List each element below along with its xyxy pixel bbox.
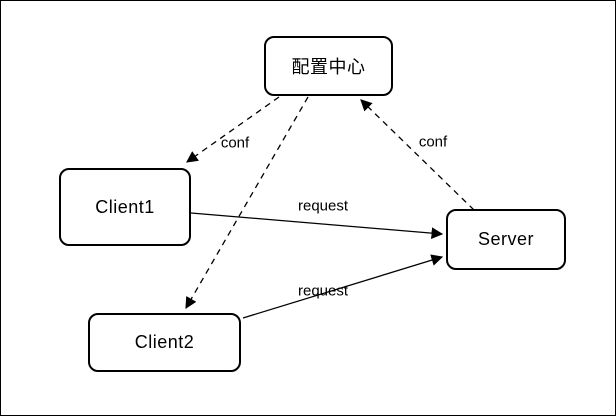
edge-client1-to-server — [190, 212, 444, 239]
edge-config-to-client2 — [185, 96, 309, 310]
node-server: Server — [446, 209, 566, 270]
edge-config-to-client1 — [186, 96, 280, 163]
node-config-center: 配置中心 — [264, 36, 393, 96]
node-config-center-label: 配置中心 — [291, 57, 366, 77]
edge-server-to-config — [360, 99, 475, 211]
node-client2-label: Client2 — [134, 332, 195, 352]
edge-label-conf-server: conf — [418, 133, 448, 151]
edge-label-request-client2: request — [297, 282, 349, 300]
edge-label-conf-client1: conf — [220, 134, 250, 152]
node-client2: Client2 — [88, 313, 241, 372]
edge-client2-to-server — [242, 254, 444, 319]
node-client1-label: Client1 — [95, 196, 155, 217]
node-client1: Client1 — [59, 168, 191, 246]
node-server-label: Server — [477, 229, 534, 249]
edge-label-request-client1: request — [297, 197, 349, 215]
